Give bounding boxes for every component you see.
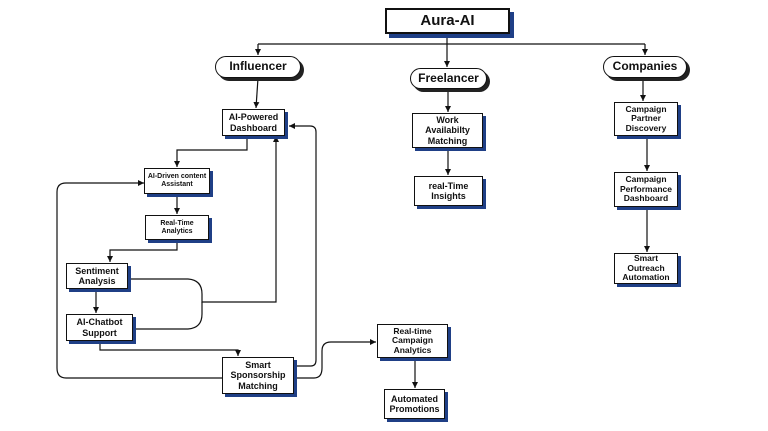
root-node-aura-ai[interactable]: Aura-AI (385, 8, 510, 34)
node-real-time-insights[interactable]: real-Time Insights (414, 176, 483, 206)
category-companies[interactable]: Companies (603, 56, 687, 78)
node-ai-driven-content-assistant[interactable]: AI-Driven content Assistant (144, 168, 210, 194)
edge-dashboard-to-content-assistant (174, 136, 248, 167)
edge-sentiment-loop (128, 136, 279, 303)
node-sentiment-analysis[interactable]: Sentiment Analysis (66, 263, 128, 289)
node-smart-outreach-automation[interactable]: Smart Outreach Automation (614, 253, 678, 284)
node-ai-chatbot-support[interactable]: AI-Chatbot Support (66, 314, 133, 341)
node-real-time-campaign-analytics[interactable]: Real-time Campaign Analytics (377, 324, 448, 358)
node-campaign-performance-dashboard[interactable]: Campaign Performance Dashboard (614, 172, 678, 207)
edge-sponsorship-to-content-assistant (56, 180, 222, 379)
edge-sponsorship-to-campaign-analytics (294, 339, 376, 379)
edge-chatbot-to-sponsorship (99, 341, 241, 356)
node-ai-powered-dashboard[interactable]: AI-Powered Dashboard (222, 109, 285, 136)
node-automated-promotions[interactable]: Automated Promotions (384, 389, 445, 419)
node-work-availability-matching[interactable]: Work Availabilty Matching (412, 113, 483, 148)
node-campaign-partner-discovery[interactable]: Campaign Partner Discovery (614, 102, 678, 136)
node-real-time-analytics[interactable]: Real-Time Analytics (145, 215, 209, 240)
edge-realtime-to-sentiment (107, 240, 178, 262)
edge-influencer-to-dashboard (253, 77, 260, 109)
category-influencer[interactable]: Influencer (215, 56, 301, 78)
edge-sponsorship-to-dashboard (289, 123, 317, 367)
category-freelancer[interactable]: Freelancer (410, 68, 487, 89)
edge-chatbot-loop (133, 302, 203, 330)
node-smart-sponsorship-matching[interactable]: Smart Sponsorship Matching (222, 357, 294, 394)
